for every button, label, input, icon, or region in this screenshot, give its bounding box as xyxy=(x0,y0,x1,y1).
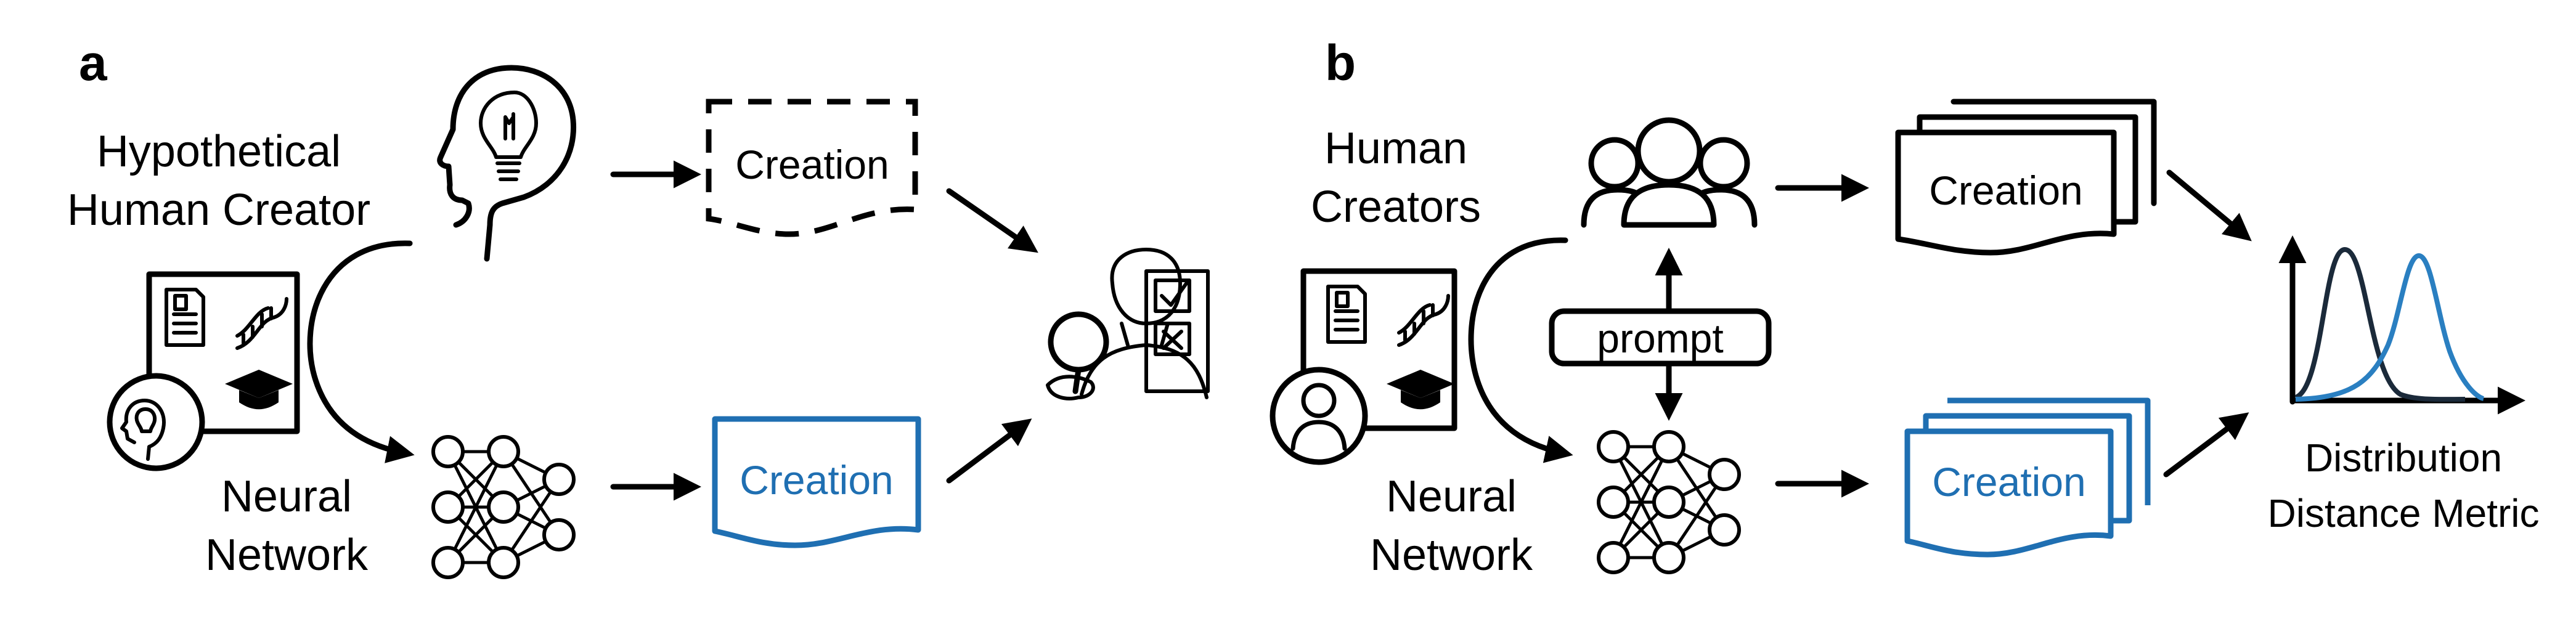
dna-icon xyxy=(237,299,287,348)
human-creation-label: Creation xyxy=(1929,168,2082,213)
metric-label-line2: Distance Metric xyxy=(2268,491,2540,535)
panel-a-letter: a xyxy=(79,35,108,91)
arrow-nn-creation-to-metric xyxy=(2163,412,2249,478)
curved-arrow-creator-to-nn xyxy=(307,240,415,463)
human-creation-stack xyxy=(1895,99,2157,256)
people-group-icon xyxy=(1581,117,1758,228)
hypothetical-creation-label: Creation xyxy=(735,142,889,187)
panel-b-letter: b xyxy=(1325,35,1356,91)
creator-label-line2: Human Creator xyxy=(67,185,370,235)
network-b-label-line2: Network xyxy=(1370,531,1533,580)
document-icon xyxy=(1328,287,1365,342)
graduation-cap-icon xyxy=(225,370,293,410)
creators-label-line2: Creators xyxy=(1311,182,1481,232)
head-lightbulb-icon xyxy=(437,65,577,262)
creator-label-line1: Hypothetical xyxy=(97,127,341,176)
network-label-line2: Network xyxy=(205,531,369,580)
metric-label-line1: Distribution xyxy=(2305,436,2502,480)
arrow-creation-to-evaluator xyxy=(946,188,1038,253)
neural-network-icon xyxy=(1599,432,1739,572)
arrow-nncreation-to-evaluator xyxy=(946,418,1032,484)
arrow-human-creation-to-metric xyxy=(2166,169,2252,242)
document-icon xyxy=(166,290,203,345)
neural-network-icon xyxy=(433,437,574,577)
network-label-line1: Neural xyxy=(221,472,352,521)
creators-attributes-card xyxy=(1270,268,1457,465)
network-creation-label: Creation xyxy=(740,457,893,503)
graduation-cap-icon xyxy=(1387,370,1454,410)
network-b-creation-label: Creation xyxy=(1932,459,2085,505)
network-b-label-line1: Neural xyxy=(1386,472,1517,521)
network-creation-stack xyxy=(1904,397,2151,558)
curved-arrow-creators-to-nn xyxy=(1468,237,1573,463)
creators-label-line1: Human xyxy=(1324,124,1467,173)
creator-attributes-card xyxy=(107,271,300,471)
prompt-label: prompt xyxy=(1597,315,1723,361)
hypothetical-creation-box xyxy=(706,99,918,237)
distribution-curves-icon xyxy=(2278,235,2525,415)
checklist-icon xyxy=(1144,269,1210,393)
prompt-box xyxy=(1549,308,1772,367)
dna-icon xyxy=(1399,296,1448,345)
network-creation-box xyxy=(712,416,921,548)
